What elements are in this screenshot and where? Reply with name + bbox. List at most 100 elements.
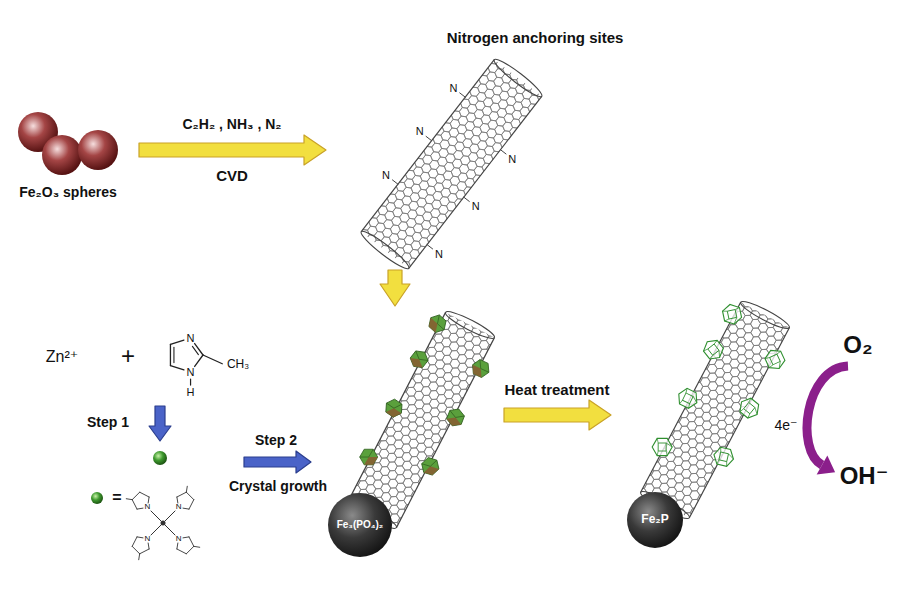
ring-bond — [148, 543, 150, 549]
polyhedron-outline — [675, 386, 701, 410]
polyhedron-strut — [657, 438, 658, 443]
hydrogen-bond-line — [190, 379, 191, 385]
nitrogen-bond — [427, 245, 433, 249]
composite-nanotube: Fe₃(PO₄)₂ — [315, 310, 500, 565]
edge-label: Heat treatment — [504, 381, 609, 398]
diagram-label: N — [508, 153, 516, 166]
process-arrow — [149, 406, 171, 441]
diagram-label: N — [176, 534, 182, 543]
tube-wall — [361, 60, 494, 232]
polyhedron-edge — [386, 397, 402, 411]
node-text: Fe₂P — [641, 513, 668, 527]
ring-bond — [186, 492, 193, 499]
diagram-label: H — [187, 386, 195, 399]
polyhedron-face — [444, 406, 467, 430]
tube-wall — [689, 328, 789, 518]
polyhedron-strut — [752, 408, 759, 415]
polyhedron-strut — [724, 319, 729, 321]
polyhedron-strut — [680, 400, 683, 405]
diagram-label: N — [145, 503, 151, 512]
ring-bond — [176, 543, 178, 549]
tube-wall — [348, 312, 446, 502]
polyhedron-strut — [709, 355, 713, 359]
process-arrow — [139, 135, 326, 165]
polyhedron-face — [409, 348, 430, 371]
diagram-label: + — [121, 342, 135, 370]
catalyst-nanotube: Fe₂P — [615, 295, 800, 555]
node-text: Fe₃(PO₄)₂ — [337, 519, 384, 531]
zif-polyhedron — [382, 397, 406, 420]
diagram-label: N — [435, 247, 443, 260]
polyhedron-strut — [704, 348, 708, 352]
zif-crystal-dot — [91, 492, 103, 504]
polyhedron-strut — [740, 408, 744, 412]
diagram-label: CVD — [216, 167, 248, 184]
nitrogen-bond — [500, 150, 506, 154]
iron-oxide-sphere — [78, 130, 118, 170]
hexagonal-lattice — [348, 312, 495, 527]
reduction-arrowhead — [817, 455, 835, 474]
polyhedron-strut — [748, 398, 752, 402]
polyhedron-strut — [716, 350, 723, 357]
diagram-label: N — [145, 534, 151, 543]
tube-end — [491, 56, 545, 101]
diagram-label: Crystal growth — [229, 478, 327, 494]
nanotube — [312, 18, 594, 313]
node-text: Fe₂O₃ spheres — [19, 184, 117, 200]
polyhedron-edge — [450, 406, 465, 421]
tube-wall — [641, 302, 741, 492]
zif-polyhedron — [409, 348, 430, 371]
node-text: Zn²⁺ — [46, 348, 78, 366]
imidazole-bond — [170, 340, 183, 344]
zif-crystal-dot — [153, 451, 167, 465]
polyhedron-strut — [733, 317, 738, 324]
tube-end — [738, 298, 791, 332]
diagram-label: N — [187, 366, 195, 379]
hexagonal-lattice — [641, 302, 790, 518]
ring-bond — [137, 536, 143, 538]
methyl-stub — [194, 546, 200, 548]
polyhedron-strut — [666, 443, 672, 447]
zif-polyhedron — [444, 406, 467, 430]
polyhedron-outline — [712, 446, 735, 467]
diagram-label: CH₃ — [227, 358, 249, 372]
diagram-label: N — [449, 82, 457, 95]
polyhedron-outline — [763, 347, 787, 372]
carbon-polyhedron — [712, 446, 735, 467]
polyhedron-strut — [688, 404, 691, 409]
ring-bond — [132, 546, 139, 553]
ring-bond — [140, 492, 149, 497]
polyhedron-outline — [652, 438, 672, 455]
polyhedron-strut — [765, 357, 770, 360]
zif-polyhedron — [360, 449, 378, 465]
polyhedron-outline — [721, 303, 742, 326]
ring-bond — [177, 492, 186, 497]
diagram-label: 4e⁻ — [775, 417, 798, 433]
diagram-label: OH⁻ — [840, 462, 889, 490]
polyhedron-strut — [723, 310, 728, 312]
diagram-label: N — [382, 169, 390, 182]
reduction-arrow — [807, 366, 848, 465]
zif-polyhedron — [419, 456, 441, 476]
polyhedron-inner — [658, 443, 666, 451]
tube-end — [443, 308, 496, 342]
iron-phosphide-sphere — [627, 492, 683, 548]
polyhedron-inner — [682, 393, 693, 404]
polyhedron-inner — [727, 310, 736, 319]
polyhedron-strut — [726, 462, 728, 467]
imidazole-bond — [170, 366, 183, 370]
hexagonal-lattice — [361, 60, 541, 269]
metal-center — [161, 521, 166, 526]
polyhedron-strut — [777, 361, 783, 368]
diagram-label: O₂ — [843, 331, 872, 359]
ring-bond — [189, 537, 194, 546]
polyhedron-strut — [685, 388, 688, 393]
nanotube — [586, 263, 848, 556]
diagram-label: N — [187, 332, 195, 345]
ring-bond — [186, 546, 193, 553]
nitrogen-bond — [460, 93, 466, 97]
carbon-polyhedron — [700, 336, 726, 362]
polyhedron-face — [472, 359, 489, 378]
methyl-bond — [203, 355, 222, 364]
